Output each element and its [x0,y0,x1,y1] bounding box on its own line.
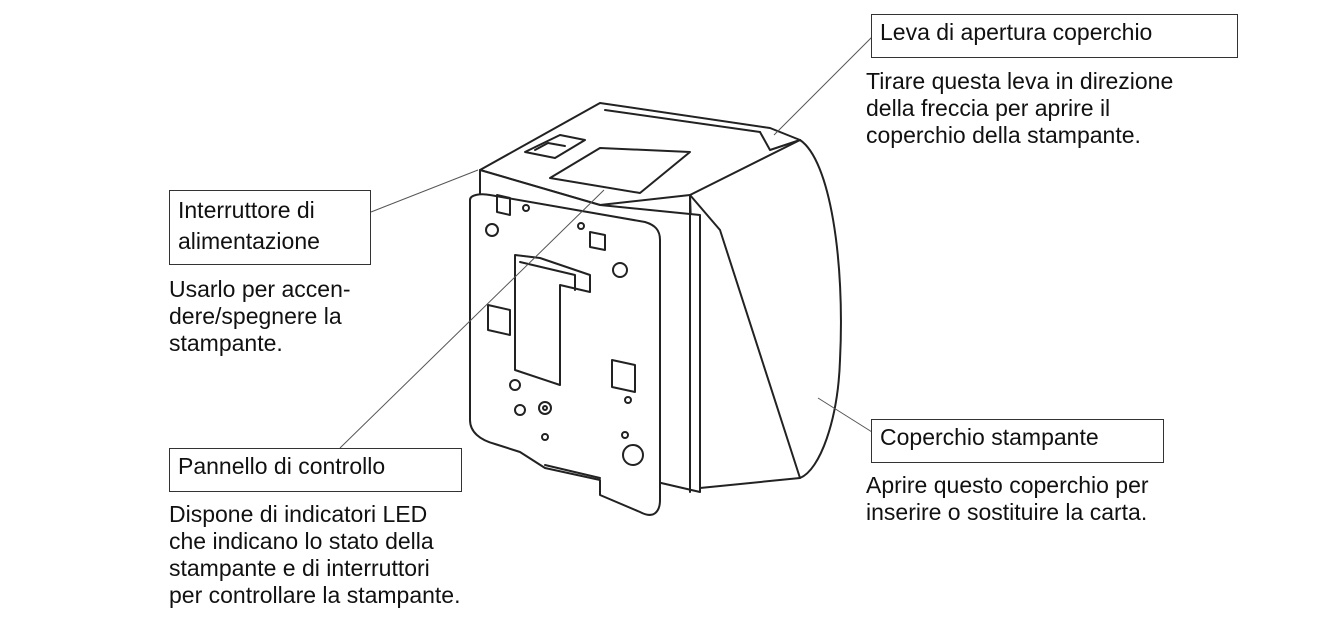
control-panel-description: Dispone di indicatori LED che indicano l… [169,501,461,608]
power-switch [524,134,586,159]
power-switch-label: Interruttore di alimentazione [169,190,371,265]
control-panel-label: Pannello di controllo [169,448,462,492]
mounting-plate [469,193,661,516]
printer-cover-outline [689,139,842,489]
leader-power [370,169,479,213]
leader-panel [339,189,605,449]
leader-cover [817,397,873,433]
lever-label: Leva di apertura coperchio [871,14,1238,58]
printer-cover-edge [689,194,801,479]
lever-description: Tirare questa leva in direzione della fr… [866,68,1174,148]
leader-lever [773,36,873,136]
cover-description: Aprire questo coperchio per inserire o s… [866,472,1149,525]
power-switch-description: Usarlo per accen- dere/spegnere la stamp… [169,276,351,356]
cover-label: Coperchio stampante [871,419,1164,463]
lever-plate [549,147,691,194]
